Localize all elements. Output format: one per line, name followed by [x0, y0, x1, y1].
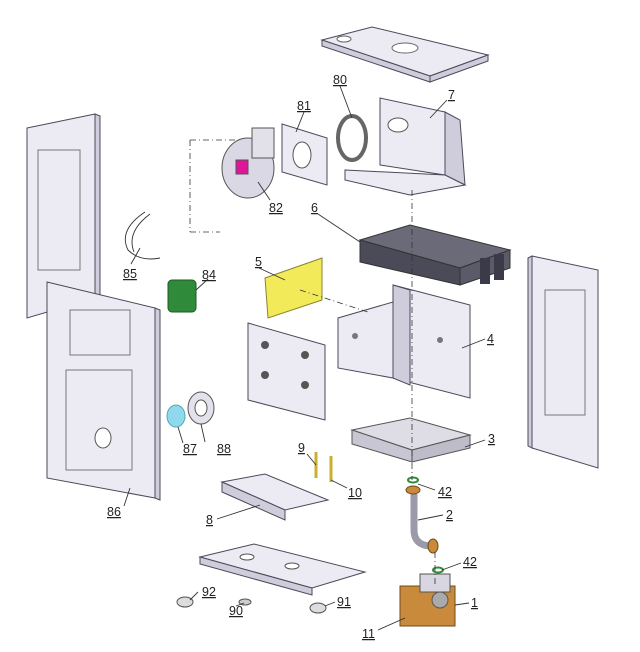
callout-7: 7	[448, 88, 455, 102]
callout-87: 87	[183, 442, 197, 456]
callout-42b: 42	[463, 555, 477, 569]
leader-lines	[123, 85, 486, 631]
callout-1: 1	[471, 596, 478, 610]
heat-exchanger-part	[358, 224, 512, 286]
callout-90: 90	[229, 604, 243, 618]
fan-mounting-plate-part	[281, 123, 328, 186]
callout-9: 9	[298, 441, 305, 455]
callout-11: 11	[362, 627, 375, 641]
callout-5: 5	[255, 255, 262, 269]
combustion-chamber-hood-part	[344, 97, 467, 196]
pressure-switch-part	[167, 279, 197, 313]
callout-42a: 42	[438, 485, 452, 499]
callout-6: 6	[311, 201, 318, 215]
callout-84: 84	[202, 268, 216, 282]
feet-parts	[176, 596, 327, 614]
callout-8: 8	[206, 513, 213, 527]
rear-panel-part	[247, 322, 326, 421]
gas-pipe-part	[405, 485, 439, 554]
callout-82: 82	[269, 201, 283, 215]
sight-glass-ring-part	[187, 391, 215, 425]
combustion-chamber-part	[337, 284, 471, 399]
callout-80: 80	[333, 73, 347, 87]
callout-10: 10	[348, 486, 362, 500]
gas-valve-part	[399, 573, 456, 627]
callout-92: 92	[202, 585, 216, 599]
callout-labels: 7 80 81 82 6 5 84 85 4 3 9 10 42 2 8 42 …	[107, 73, 495, 641]
fan-part	[221, 127, 275, 199]
drip-tray-part	[220, 473, 330, 521]
callout-3: 3	[488, 432, 495, 446]
callout-86: 86	[107, 505, 121, 519]
callout-88: 88	[217, 442, 231, 456]
callout-4: 4	[487, 332, 494, 346]
burner-part	[350, 417, 472, 463]
insulation-pad-part	[264, 257, 323, 319]
callout-81: 81	[297, 99, 311, 113]
right-side-panel-part	[527, 255, 599, 469]
callout-2: 2	[446, 508, 453, 522]
callout-85: 85	[123, 267, 137, 281]
assembly-lines	[189, 139, 436, 585]
bottom-plate-part	[198, 543, 367, 596]
cable-part	[124, 211, 161, 260]
callout-91: 91	[337, 595, 351, 609]
top-cover-part	[320, 26, 490, 83]
sight-glass-part	[166, 404, 186, 428]
gasket-ring-part	[336, 114, 368, 162]
ignition-electrodes-part	[314, 452, 333, 482]
front-door-panel-part	[46, 281, 161, 501]
